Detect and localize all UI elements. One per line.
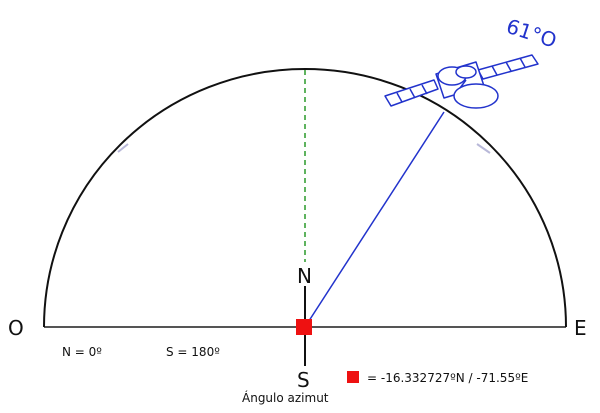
- sky-dome-arc: [43, 68, 567, 328]
- satellite-icon: [384, 54, 539, 109]
- north-value: N = 0º: [62, 345, 102, 359]
- satellite-label: 61°O: [503, 14, 559, 53]
- azimuth-caption: Ángulo azimut: [242, 390, 329, 405]
- tick-45-east: [476, 143, 491, 154]
- west-label: O: [8, 316, 24, 340]
- south-label: S: [297, 368, 310, 392]
- legend-marker: [347, 371, 359, 383]
- azimuth-line: [304, 111, 445, 328]
- south-value: S = 180º: [166, 345, 220, 359]
- location-marker: [296, 319, 312, 335]
- north-label: N: [297, 264, 312, 288]
- location-coordinates: = -16.332727ºN / -71.55ºE: [367, 371, 528, 385]
- tick-45-west: [117, 143, 129, 153]
- east-label: E: [574, 316, 587, 340]
